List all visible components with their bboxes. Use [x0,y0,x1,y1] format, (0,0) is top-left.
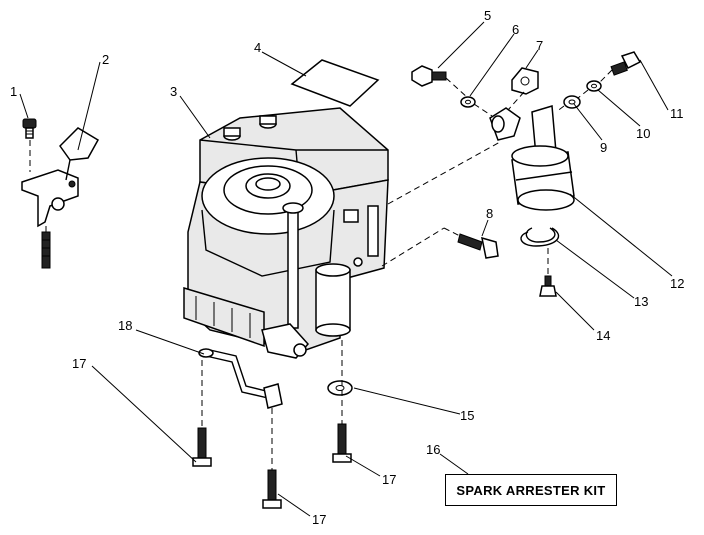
part-3-engine [183,107,389,359]
part-10-washer [586,80,602,92]
part-11-screw [610,51,642,76]
part-13-clip [520,227,560,247]
callout-2: 2 [102,52,109,67]
callout-16: 16 [426,442,440,457]
leader-lines [19,21,673,517]
part-6-washer [460,96,476,108]
part-17-bolt-right [332,423,352,463]
part-8-bolt [457,233,499,259]
part-4-decal [290,59,380,107]
callout-9: 9 [600,140,607,155]
callout-10: 10 [636,126,650,141]
callout-17-right: 17 [382,472,396,487]
callout-6: 6 [512,22,519,37]
spark-arrester-kit-label: SPARK ARRESTER KIT [445,474,617,506]
callout-13: 13 [634,294,648,309]
callout-17-bottom: 17 [312,512,326,527]
part-1-bolt [22,118,37,172]
part-12-muffler [511,105,575,211]
part-15-washer [327,380,353,396]
callout-3: 3 [170,84,177,99]
callout-4: 4 [254,40,261,55]
callout-7: 7 [536,38,543,53]
callout-12: 12 [670,276,684,291]
callout-14: 14 [596,328,610,343]
part-14-screw [539,248,557,297]
exhaust-elbow [489,107,521,141]
part-18-drain-tube [198,348,283,409]
callout-17-left: 17 [72,356,86,371]
assembly-lines [201,69,613,470]
callout-11: 11 [670,106,684,121]
part-17-bolt-center [262,469,282,509]
callout-18: 18 [118,318,132,333]
callout-15: 15 [460,408,474,423]
part-9-washer [563,95,581,109]
part-2-throttle-bracket [21,127,100,269]
callout-1: 1 [10,84,17,99]
part-5-bolt [411,65,447,87]
callout-5: 5 [484,8,491,23]
callout-numbers: 1 2 3 4 5 6 7 8 9 10 11 12 13 14 15 16 1… [10,8,684,527]
part-17-bolt-left [192,427,212,467]
callout-8: 8 [486,206,493,221]
part-7-gasket [511,67,539,95]
